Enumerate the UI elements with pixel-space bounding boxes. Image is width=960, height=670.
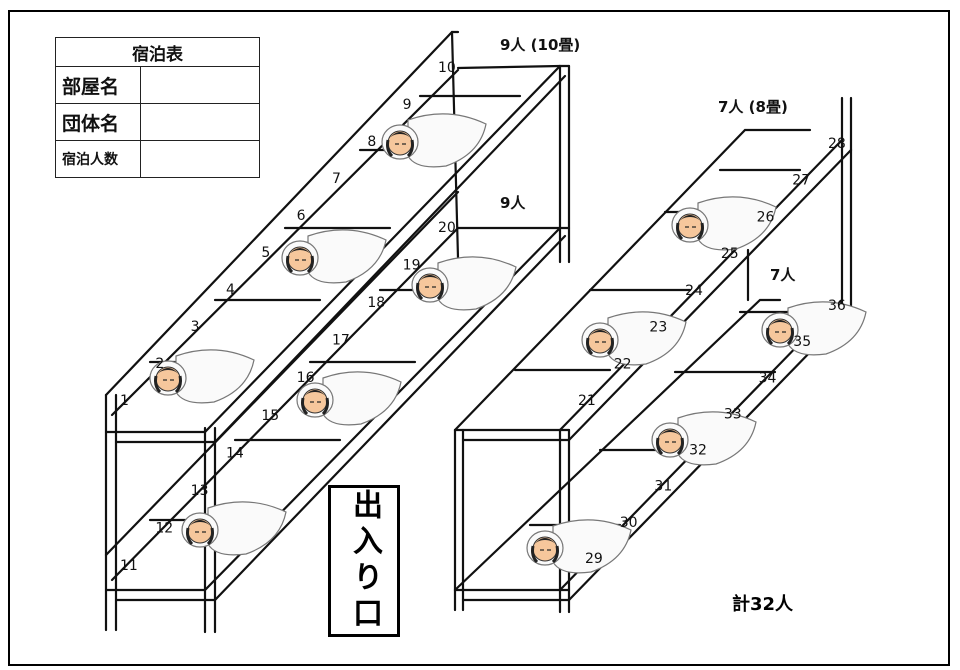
group-name-label: 団体名: [55, 103, 141, 141]
left-upper-rail: [104, 30, 460, 397]
entrance-sign: 出入り口: [328, 485, 400, 637]
right-lower-caption: 7人: [770, 266, 796, 284]
right-upper-caption: 7人 (8畳): [718, 98, 788, 116]
right-upper-rail: [558, 138, 844, 432]
bunk-number: 25: [721, 246, 739, 262]
bunk-number: 32: [689, 443, 707, 459]
bunk-number: 36: [828, 298, 846, 314]
total-guests: 計32人: [732, 594, 794, 615]
bunk-number: 10: [438, 60, 456, 76]
sleeping-guest: [761, 301, 867, 356]
bunk-number: 8: [367, 134, 376, 150]
bunk-number: 1: [120, 393, 129, 409]
bunk-number-labels: 1234567891011121314151617181920212223242…: [120, 60, 846, 574]
bunk-number: 7: [332, 171, 341, 187]
sleeping-guest: [526, 519, 632, 574]
bunk-number: 15: [261, 408, 279, 424]
bunk-number: 24: [685, 283, 703, 299]
bunk-number: 14: [226, 445, 244, 461]
sleeping-guest: [581, 311, 687, 366]
bunk-number: 2: [155, 356, 164, 372]
right-lower-rail: [453, 298, 782, 592]
left-lower-rail: [110, 226, 460, 582]
bunk-number: 21: [578, 393, 596, 409]
bunk-number: 27: [792, 173, 810, 189]
left-lower-deck-front: [114, 234, 567, 602]
sleeping-guest: [671, 196, 777, 251]
bunk-number: 22: [614, 356, 632, 372]
right-upper-rail: [567, 148, 853, 442]
bunk-number: 30: [620, 515, 638, 531]
sleeping-guest: [381, 113, 487, 168]
bunk-number: 31: [654, 479, 672, 495]
sleeping-guest: [181, 501, 287, 556]
bunk-number: 12: [155, 520, 173, 536]
bunk-number: 23: [649, 320, 667, 336]
bunk-number: 13: [191, 483, 209, 499]
left-lower-rail: [104, 190, 460, 557]
bunk-number: 35: [793, 334, 811, 350]
bunk-number: 3: [191, 319, 200, 335]
sleeping-guest: [296, 371, 402, 426]
bunk-number: 33: [724, 406, 742, 422]
sleeping-guest: [411, 256, 517, 311]
left-lower-caption: 9人: [500, 194, 526, 212]
bunk-number: 6: [297, 208, 306, 224]
diagram-frame: [8, 10, 950, 666]
bunk-number: 19: [403, 258, 421, 274]
guest-count-value[interactable]: [140, 140, 260, 178]
sleeping-guest: [651, 411, 757, 466]
left-upper-caption: 9人 (10畳): [500, 36, 581, 54]
sleeping-guest: [149, 349, 255, 404]
lodging-table: 宿泊表 部屋名 団体名 宿泊人数: [55, 37, 260, 178]
sleeping-guest: [281, 229, 387, 284]
left-upper-back-edge: [456, 64, 562, 70]
sleeping-guests: [149, 113, 867, 574]
bunk-number: 9: [403, 97, 412, 113]
bunk-number: 17: [332, 333, 350, 349]
bunk-number: 4: [226, 282, 235, 298]
bunk-number: 29: [585, 551, 603, 567]
bunk-number: 20: [438, 220, 456, 236]
bunk-number: 28: [828, 136, 846, 152]
bunk-number: 16: [297, 370, 315, 386]
right-upper-rail: [453, 128, 812, 432]
bunk-number: 26: [757, 209, 775, 225]
bunk-number: 5: [261, 245, 270, 261]
room-name-value[interactable]: [140, 66, 260, 104]
guest-count-label: 宿泊人数: [55, 140, 141, 178]
bunk-number: 18: [367, 295, 385, 311]
room-name-label: 部屋名: [55, 66, 141, 104]
bunk-number: 11: [120, 558, 138, 574]
bunk-number: 34: [759, 370, 777, 386]
